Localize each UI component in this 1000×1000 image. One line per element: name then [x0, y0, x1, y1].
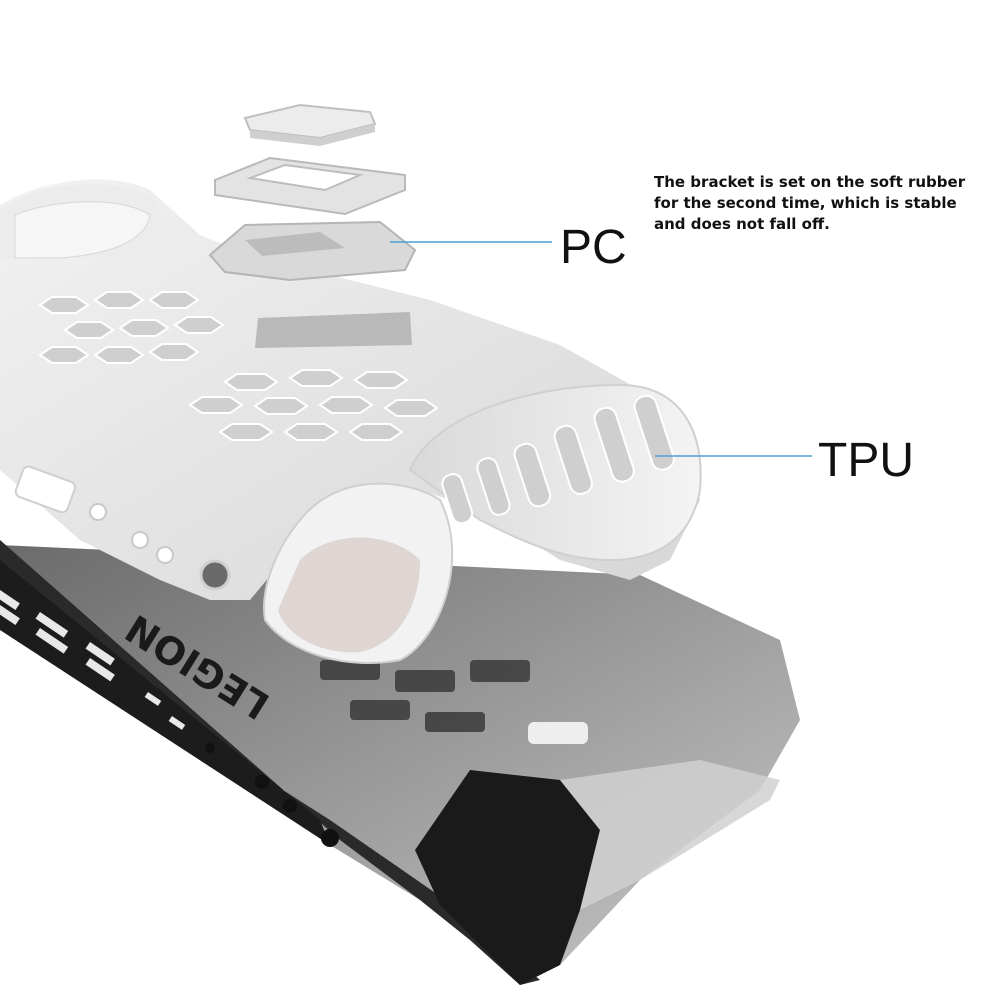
pc-label: PC [560, 221, 627, 274]
device-body [0, 540, 800, 985]
feature-note: The bracket is set on the soft rubber fo… [654, 173, 966, 233]
callout-lines [390, 241, 812, 457]
tpu-label: TPU [818, 434, 914, 487]
tpu-grip [263, 383, 702, 664]
bracket-parts [208, 103, 417, 282]
